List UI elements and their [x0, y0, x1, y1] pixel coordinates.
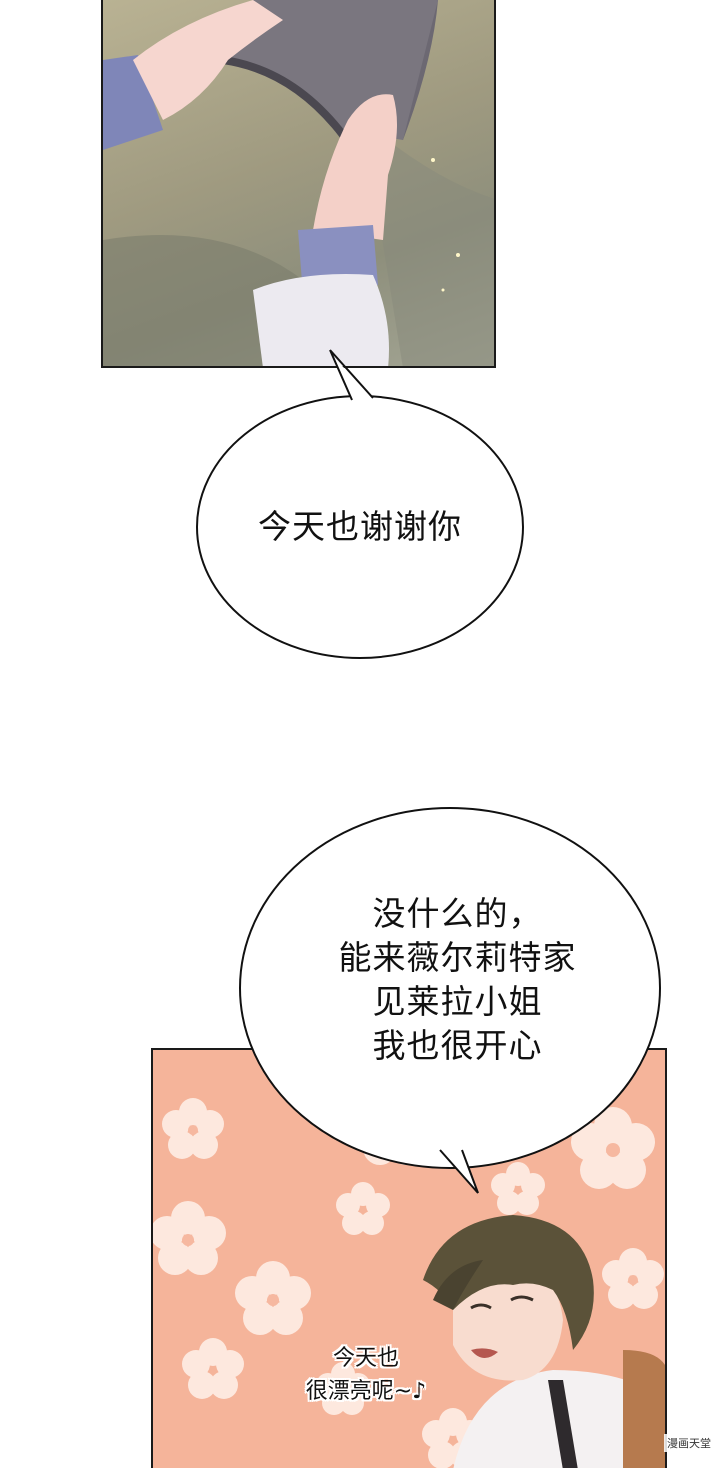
- speech-line: 我也很开心: [372, 1026, 543, 1065]
- speech-line: 见莱拉小姐: [372, 982, 543, 1021]
- speech-bubble-1: [196, 349, 524, 659]
- sfx-line: 今天也: [332, 1346, 399, 1371]
- speech-line: 没什么的，: [372, 894, 543, 933]
- speech-line: 能来薇尔莉特家: [338, 938, 577, 977]
- speech-bubble-2: [239, 807, 661, 1194]
- top-panel-illustration: [101, 0, 496, 368]
- sfx-line: 很漂亮呢~♪: [305, 1379, 427, 1404]
- speech-bubble-1-text: 今天也谢谢你: [258, 507, 462, 546]
- speech-bubble-2-text: 没什么的， 能来薇尔莉特家 见莱拉小姐 我也很开心: [300, 892, 615, 1068]
- hands-holding-book-art: [103, 0, 494, 366]
- watermark: 漫画天堂: [664, 1434, 714, 1452]
- character-figure: [423, 1215, 665, 1468]
- sound-effect-text: 今天也 很漂亮呢~♪: [276, 1342, 456, 1408]
